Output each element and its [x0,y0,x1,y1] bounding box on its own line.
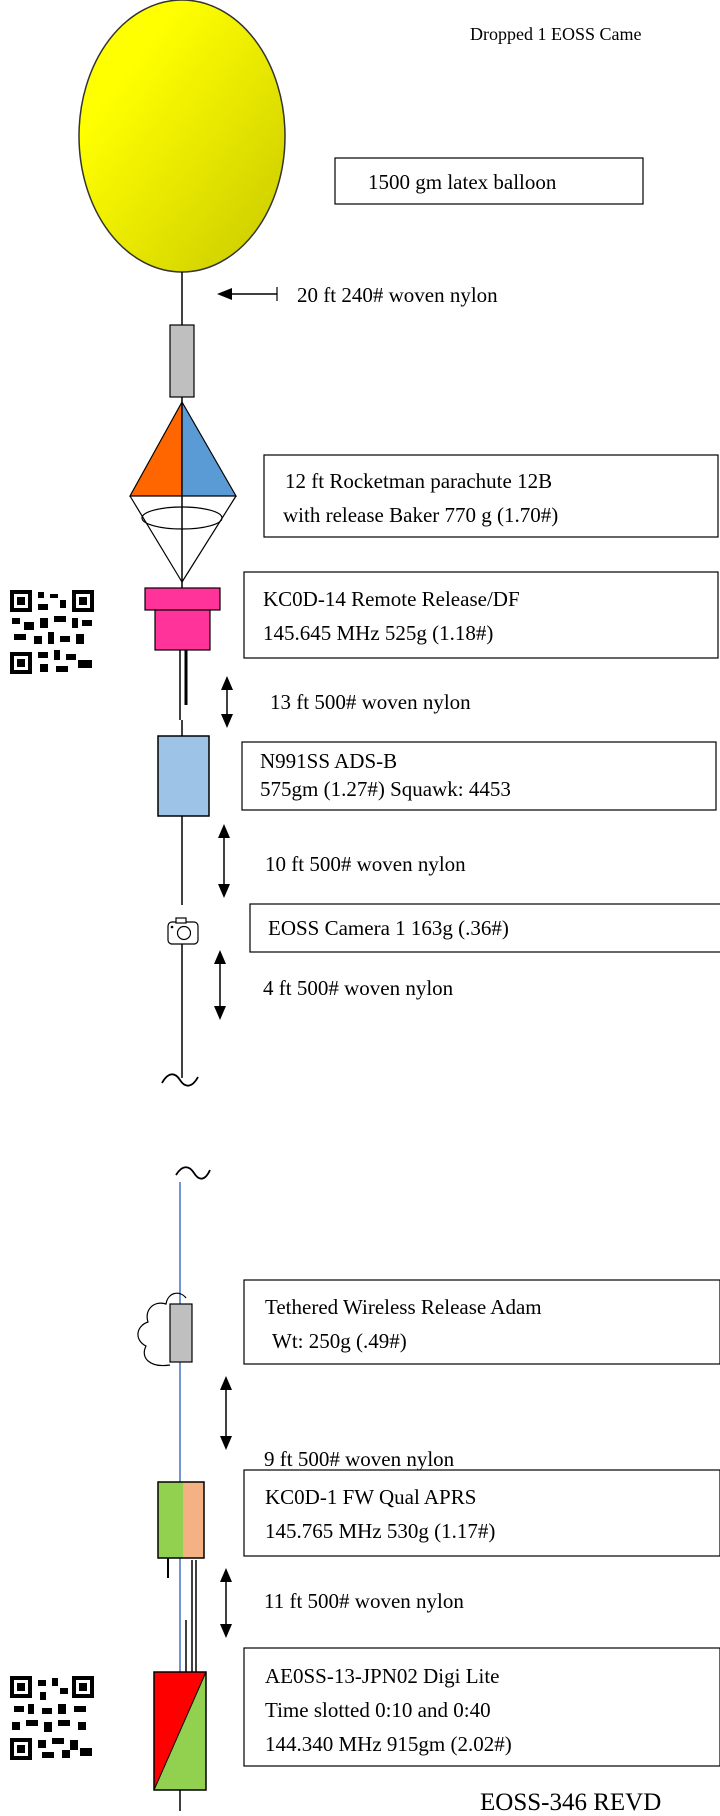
adsb-label-line2: 575gm (1.27#) Squawk: 4453 [260,777,511,801]
parachute-label-line2: with release Baker 770 g (1.70#) [283,503,558,527]
shroud-line [181,495,237,583]
double-arrow [218,824,230,898]
double-arrow [220,1376,232,1450]
line-9ft-label: 9 ft 500# woven nylon [264,1447,455,1471]
parachute-label-line1: 12 ft Rocketman parachute 12B [285,469,552,493]
aprs-label-line1: KC0D-1 FW Qual APRS [265,1485,476,1509]
remote-release-label-line2: 145.645 MHz 525g (1.18#) [263,621,493,645]
qr-code-icon [10,590,94,674]
bundle-outline [137,1292,187,1367]
digi-label-line1: AE0SS-13-JPN02 Digi Lite [265,1664,500,1688]
parachute-label-box [263,454,719,538]
balloon-label: 1500 gm latex balloon [368,170,557,194]
digi-label-box [243,1647,720,1767]
remote-release-label-line1: KC0D-14 Remote Release/DF [263,587,520,611]
lead-line-label: 20 ft 240# woven nylon [297,283,498,307]
footer-title: EOSS-346 REVD [480,1789,661,1811]
shroud-line [129,495,183,583]
break-tilde-icon [175,1166,211,1180]
remote-release-body [154,609,211,651]
aprs-label-line2: 145.765 MHz 530g (1.17#) [265,1519,495,1543]
qr-code-icon [10,1676,94,1760]
parachute-left-half [128,401,183,497]
tethered-release [169,1303,193,1363]
remote-release-label-box [243,571,719,659]
line-13ft-label: 13 ft 500# woven nylon [270,690,471,714]
gray-swivel-box [169,324,195,398]
balloon [78,0,286,273]
camera-label-box [249,903,720,953]
line-10ft-label: 10 ft 500# woven nylon [265,852,466,876]
tethered-label-line2: Wt: 250g (.49#) [272,1329,407,1353]
double-arrow [221,676,233,728]
adsb-box [157,735,210,817]
balloon-label-box [334,157,644,205]
aprs-label-box [243,1469,720,1557]
parachute-right-half [181,399,238,497]
break-tilde-icon [161,1073,199,1087]
digi-label-line3: 144.340 MHz 915gm (2.02#) [265,1732,512,1756]
double-arrow [214,950,226,1020]
aprs-box-left [158,1482,183,1558]
digi-box-diagonal [153,1671,207,1791]
adsb-label-line1: N991SS ADS-B [260,749,397,773]
camera-label: EOSS Camera 1 163g (.36#) [268,916,509,940]
adsb-label-box [241,741,717,811]
remote-release-top [144,587,221,611]
line-11ft-label: 11 ft 500# woven nylon [264,1589,464,1613]
aprs-box-right [183,1482,204,1558]
digi-label-line2: Time slotted 0:10 and 0:40 [265,1698,491,1722]
tethered-label-line1: Tethered Wireless Release Adam [265,1295,542,1319]
tethered-label-box [243,1279,720,1365]
aprs-box [157,1481,205,1559]
header-note: Dropped 1 EOSS Came [470,24,641,44]
camera-icon [167,917,199,945]
line-4ft-label: 4 ft 500# woven nylon [263,976,454,1000]
arrow-head [217,288,232,300]
double-arrow [220,1568,232,1638]
